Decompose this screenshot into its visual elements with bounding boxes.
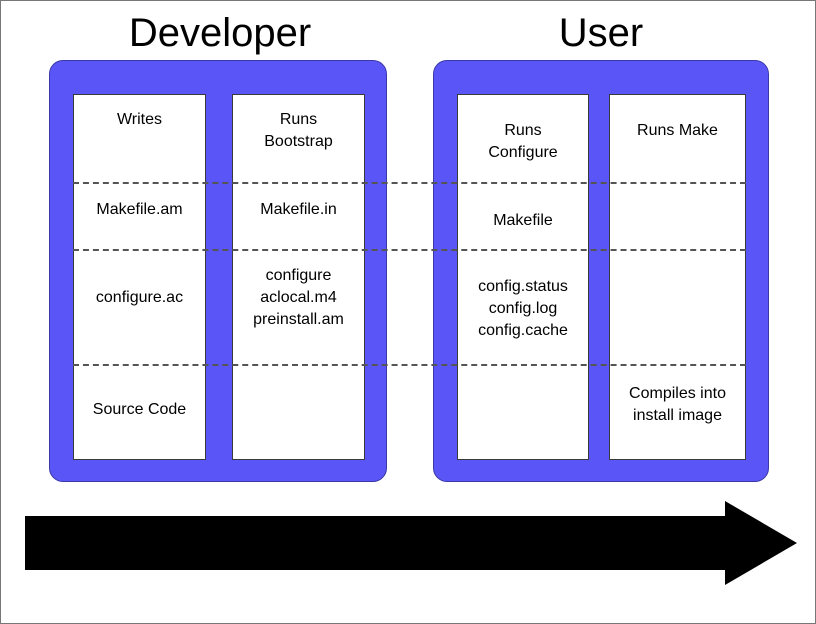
stage-box-runs-bootstrap: [232, 94, 365, 460]
stage-box-writes: [73, 94, 206, 460]
artifact-makefile-am: Makefile.am: [96, 201, 183, 218]
stage-heading-writes: Writes: [116, 111, 163, 128]
artifact-source-code: Source Code: [92, 401, 187, 418]
stage-heading-runs-bootstrap: Runs Bootstrap: [264, 111, 333, 150]
column-title-user: User: [558, 11, 644, 55]
artifact-configure-ac: configure.ac: [95, 289, 184, 306]
time-flow-arrow-icon: [25, 501, 797, 585]
column-title-developer: Developer: [128, 11, 312, 55]
artifact-makefile: Makefile: [493, 212, 553, 229]
artifact-generated-files: configure aclocal.m4 preinstall.am: [253, 267, 344, 328]
row-separator-3: [73, 364, 746, 366]
row-separator-1: [73, 182, 746, 184]
stage-heading-runs-make: Runs Make: [637, 122, 718, 139]
row-separator-2: [73, 249, 746, 251]
stage-box-runs-make: [609, 94, 746, 460]
artifact-makefile-in: Makefile.in: [260, 201, 337, 218]
stage-heading-runs-configure: Runs Configure: [488, 122, 558, 161]
artifact-config-outputs: config.status config.log config.cache: [478, 278, 568, 339]
artifact-install-image: Compiles into install image: [629, 385, 726, 424]
stage-box-runs-configure: [457, 94, 589, 460]
